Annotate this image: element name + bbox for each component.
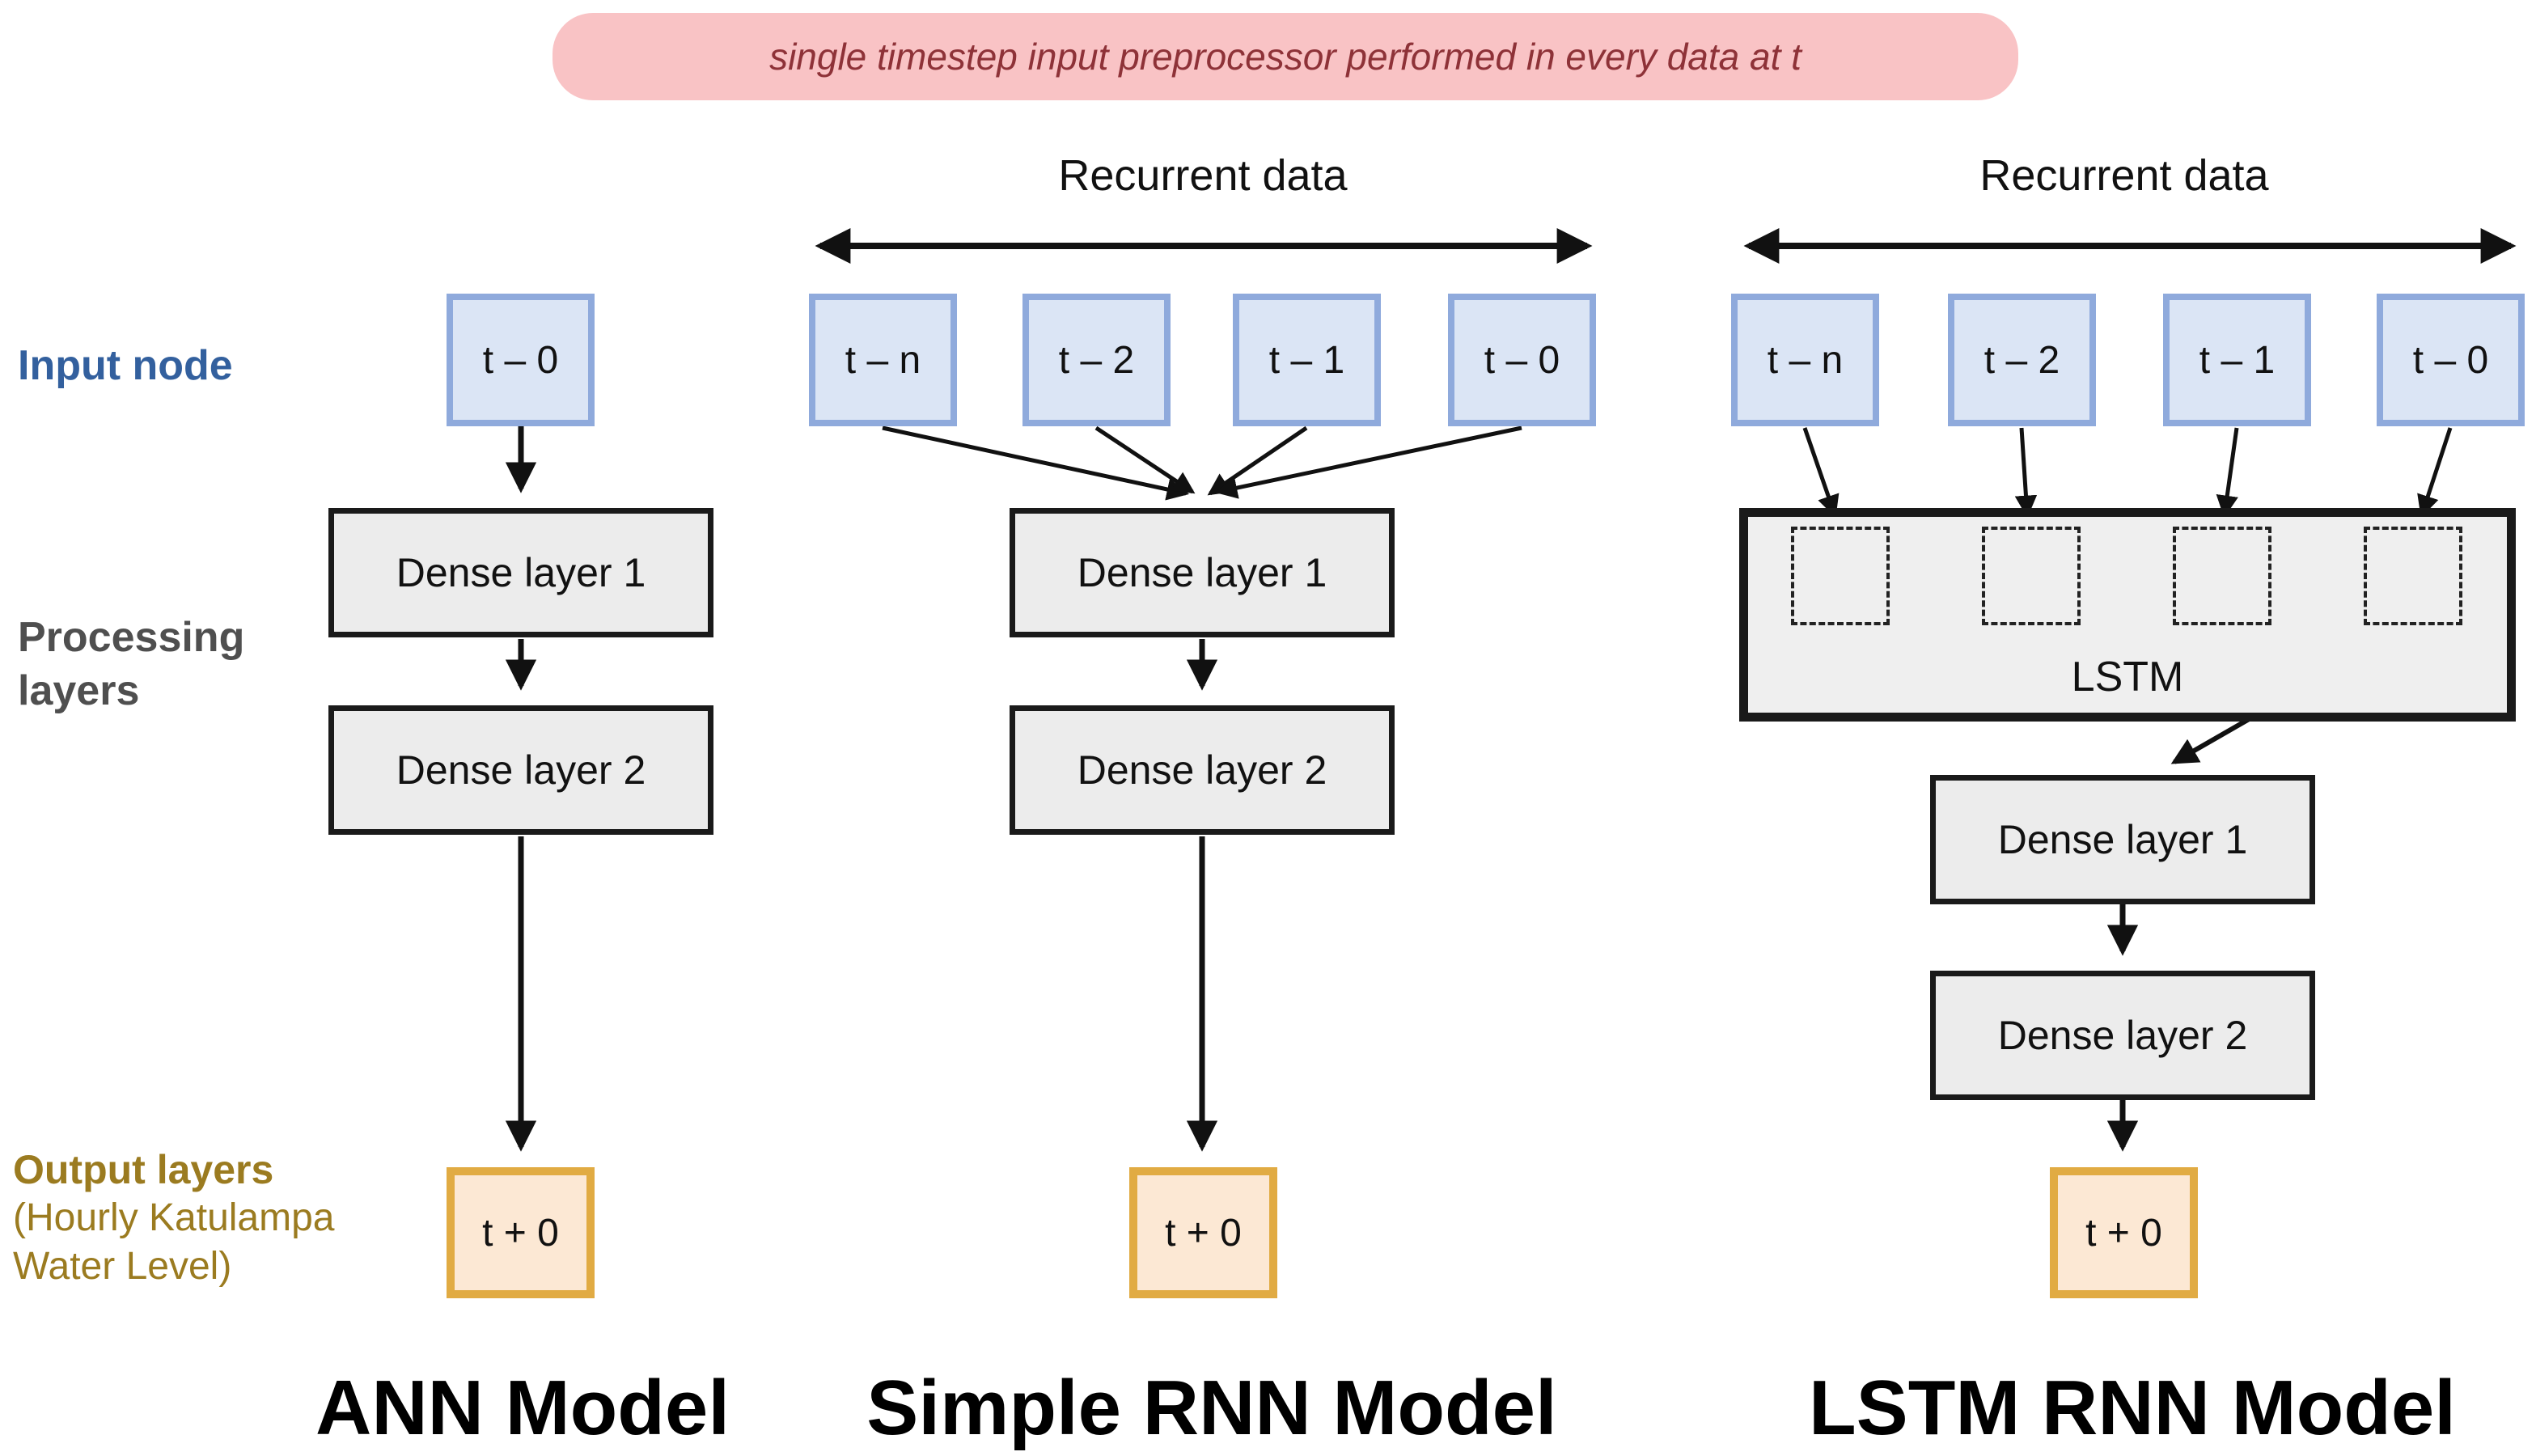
arrow-lstm-t2-to-cell2 (2014, 427, 2038, 518)
rnn-dense-layer-1: Dense layer 1 (1010, 508, 1395, 637)
output-node-rnn: t + 0 (1129, 1167, 1277, 1298)
label-processing-layers: Processing layers (18, 614, 245, 714)
lstm-dense-layer-1: Dense layer 1 (1930, 775, 2315, 904)
recurrent-data-label-lstm: Recurrent data (1979, 151, 2269, 200)
title-ann-model: ANN Model (315, 1365, 730, 1451)
output-node-ann: t + 0 (447, 1167, 595, 1298)
input-node-lstm-tn: t – n (1731, 294, 1879, 426)
output-node-lstm: t + 0 (2050, 1167, 2198, 1298)
input-node-rnn-t0: t – 0 (1448, 294, 1596, 426)
lstm-cell-2 (1982, 527, 2081, 625)
ann-dense-layer-2: Dense layer 2 (328, 705, 713, 835)
banner-text: single timestep input preprocessor perfo… (769, 36, 1801, 78)
banner: single timestep input preprocessor perfo… (553, 13, 2018, 100)
wire-rnn-t2-to-dense1 (1094, 425, 1196, 494)
lstm-cell-4 (2364, 527, 2462, 625)
input-node-rnn-t2: t – 2 (1022, 294, 1171, 426)
lstm-label: LSTM (2071, 654, 2184, 700)
recurrent-data-label-rnn: Recurrent data (1058, 151, 1348, 200)
wire-rnn-t1-to-dense1 (1207, 425, 1308, 496)
input-node-rnn-tn: t – n (809, 294, 957, 426)
arrow-lstm-t1-to-cell3 (2216, 427, 2239, 518)
arrow-lstm-tn-to-cell1 (1802, 427, 1840, 518)
title-lstm-rnn-model: LSTM RNN Model (1809, 1365, 2456, 1451)
arrow-lstm-t0-to-cell4 (2417, 427, 2453, 518)
label-output-layers: Output layers (Hourly Katulampa Water Le… (13, 1145, 335, 1290)
lstm-cell-3 (2173, 527, 2271, 625)
title-simple-rnn-model: Simple RNN Model (866, 1365, 1557, 1451)
ann-dense-layer-1: Dense layer 1 (328, 508, 713, 637)
input-node-lstm-t0: t – 0 (2377, 294, 2525, 426)
label-output-title: Output layers (13, 1147, 274, 1192)
label-input-node: Input node (18, 342, 233, 389)
input-node-lstm-t1: t – 1 (2163, 294, 2311, 426)
input-node-lstm-t2: t – 2 (1948, 294, 2096, 426)
lstm-dense-layer-2: Dense layer 2 (1930, 971, 2315, 1100)
wire-rnn-t0-to-dense1 (1214, 425, 1522, 499)
wire-rnn-tn-to-dense1 (882, 425, 1190, 501)
label-output-subtitle: (Hourly Katulampa Water Level) (13, 1196, 335, 1288)
input-node-rnn-t1: t – 1 (1233, 294, 1381, 426)
input-node-ann-t0: t – 0 (447, 294, 595, 426)
lstm-container: LSTM (1739, 508, 2516, 722)
rnn-dense-layer-2: Dense layer 2 (1010, 705, 1395, 835)
lstm-cell-1 (1791, 527, 1890, 625)
